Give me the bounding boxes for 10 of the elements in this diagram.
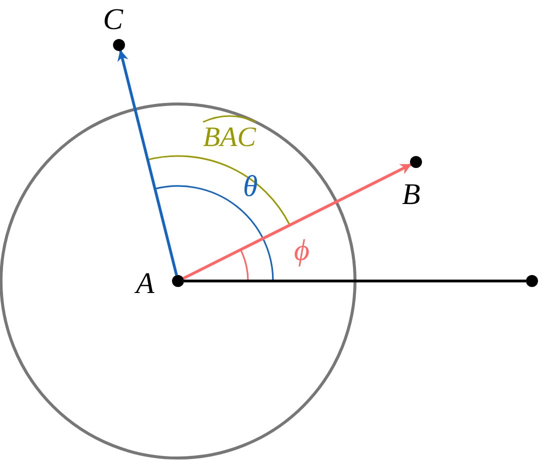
- point-dot: [526, 275, 538, 287]
- arrow: [117, 50, 178, 276]
- line-segment: [184, 280, 526, 282]
- angle-symbol: θ: [243, 172, 258, 202]
- point-label: C: [103, 5, 124, 35]
- angle-label: BAC: [203, 124, 256, 152]
- angle-symbol: ϕ: [294, 236, 310, 266]
- point-label: A: [136, 269, 154, 299]
- point-label: B: [402, 180, 420, 210]
- arrow: [182, 163, 412, 280]
